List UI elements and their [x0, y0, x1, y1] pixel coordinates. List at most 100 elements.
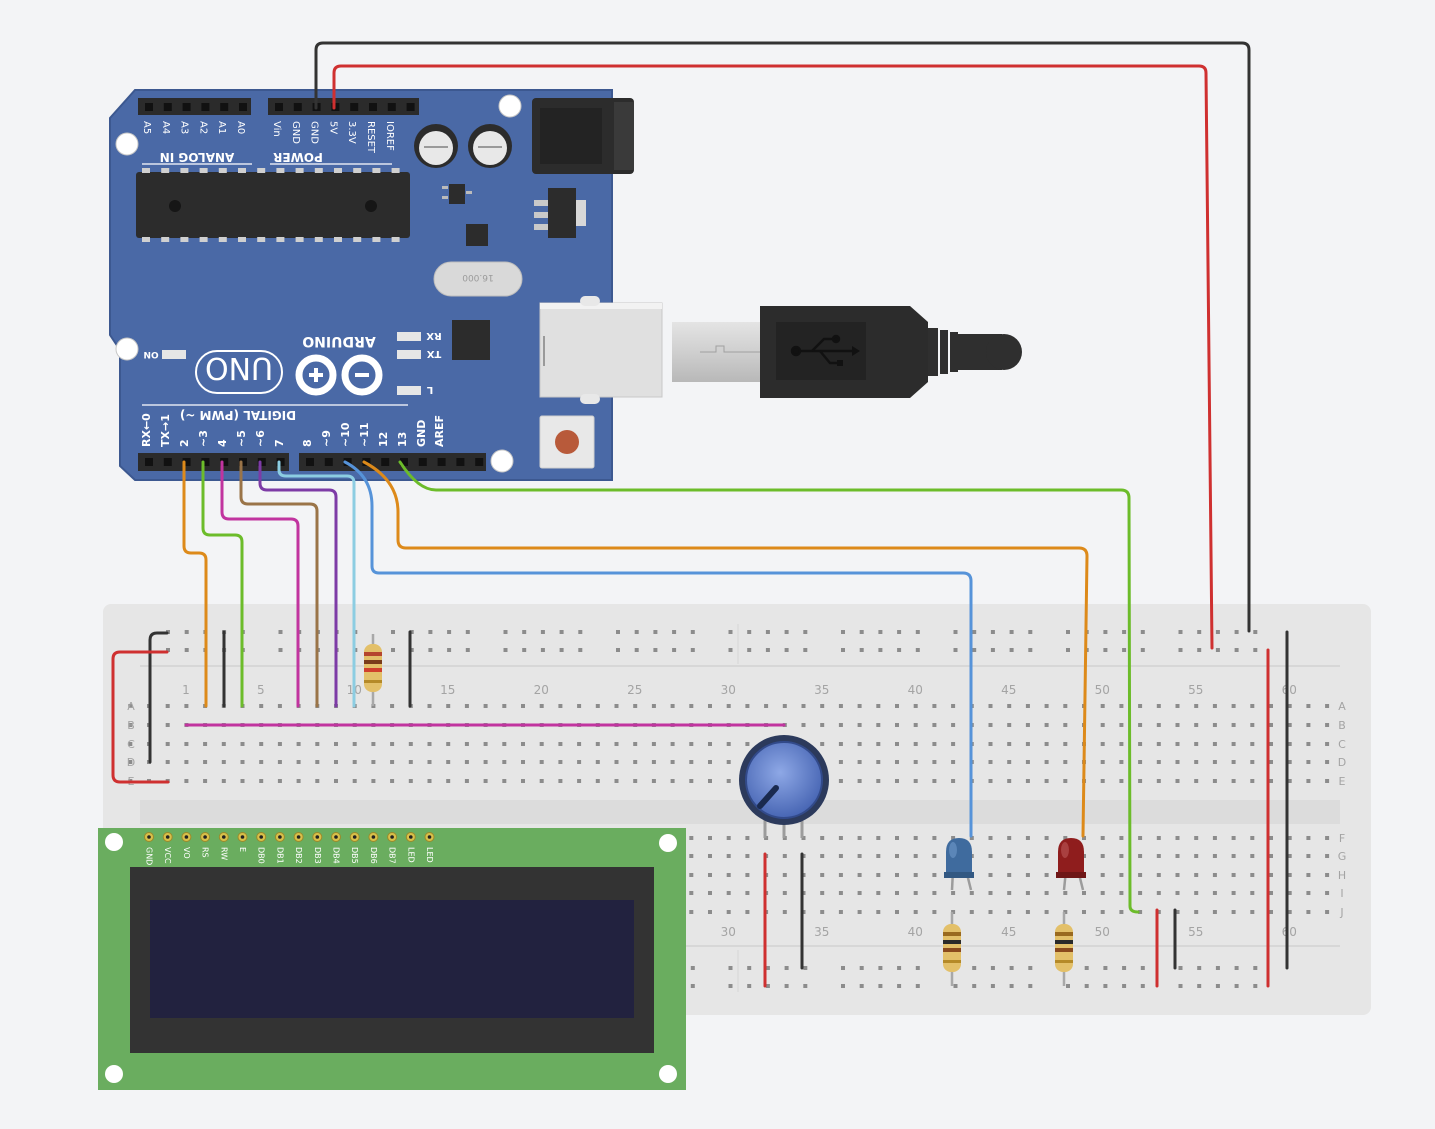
- breadboard-hole[interactable]: [1044, 723, 1049, 727]
- breadboard-hole[interactable]: [371, 742, 376, 746]
- breadboard-hole[interactable]: [1063, 704, 1068, 708]
- rail-hole[interactable]: [1197, 984, 1202, 988]
- rail-hole[interactable]: [278, 648, 283, 652]
- breadboard-hole[interactable]: [502, 760, 507, 764]
- breadboard-hole[interactable]: [1007, 760, 1012, 764]
- breadboard-hole[interactable]: [1325, 742, 1330, 746]
- rail-hole[interactable]: [503, 648, 508, 652]
- breadboard-hole[interactable]: [614, 704, 619, 708]
- breadboard-hole[interactable]: [595, 704, 600, 708]
- breadboard-hole[interactable]: [745, 891, 750, 895]
- breadboard-hole[interactable]: [1007, 723, 1012, 727]
- breadboard-hole[interactable]: [988, 836, 993, 840]
- breadboard-hole[interactable]: [857, 891, 862, 895]
- rail-hole[interactable]: [915, 648, 920, 652]
- breadboard-hole[interactable]: [633, 760, 638, 764]
- breadboard-hole[interactable]: [745, 836, 750, 840]
- rail-hole[interactable]: [184, 648, 189, 652]
- usb-cable[interactable]: [672, 306, 1022, 398]
- breadboard-hole[interactable]: [539, 704, 544, 708]
- rail-hole[interactable]: [1122, 648, 1127, 652]
- header-socket[interactable]: [437, 458, 446, 466]
- breadboard-hole[interactable]: [726, 873, 731, 877]
- breadboard-hole[interactable]: [1044, 779, 1049, 783]
- breadboard-hole[interactable]: [1325, 891, 1330, 895]
- breadboard-hole[interactable]: [1306, 704, 1311, 708]
- breadboard-hole[interactable]: [1325, 873, 1330, 877]
- rail-hole[interactable]: [803, 630, 808, 634]
- breadboard-hole[interactable]: [1063, 891, 1068, 895]
- breadboard-hole[interactable]: [838, 854, 843, 858]
- breadboard-hole[interactable]: [1025, 891, 1030, 895]
- rail-hole[interactable]: [784, 648, 789, 652]
- breadboard-hole[interactable]: [820, 854, 825, 858]
- breadboard-hole[interactable]: [277, 760, 282, 764]
- analog-header[interactable]: [138, 98, 251, 115]
- breadboard-hole[interactable]: [1325, 760, 1330, 764]
- header-socket[interactable]: [201, 458, 210, 466]
- breadboard-hole[interactable]: [1119, 873, 1124, 877]
- rail-hole[interactable]: [1215, 630, 1220, 634]
- breadboard-hole[interactable]: [726, 836, 731, 840]
- wire-pin4-magenta[interactable]: [220, 460, 300, 708]
- breadboard-hole[interactable]: [1156, 910, 1161, 914]
- breadboard-hole[interactable]: [1007, 873, 1012, 877]
- breadboard-hole[interactable]: [1044, 854, 1049, 858]
- breadboard-hole[interactable]: [782, 704, 787, 708]
- breadboard-hole[interactable]: [1287, 910, 1292, 914]
- breadboard-hole[interactable]: [708, 704, 712, 708]
- breadboard-hole[interactable]: [1325, 779, 1330, 783]
- rail-hole[interactable]: [1009, 630, 1014, 634]
- rail-hole[interactable]: [1197, 966, 1202, 970]
- breadboard-hole[interactable]: [1119, 742, 1124, 746]
- breadboard-hole[interactable]: [1194, 836, 1199, 840]
- breadboard-hole[interactable]: [1231, 854, 1236, 858]
- breadboard-hole[interactable]: [1156, 723, 1161, 727]
- breadboard-hole[interactable]: [577, 742, 582, 746]
- rail-hole[interactable]: [897, 966, 902, 970]
- breadboard-hole[interactable]: [1287, 854, 1292, 858]
- breadboard-hole[interactable]: [1287, 742, 1292, 746]
- breadboard-hole[interactable]: [913, 891, 918, 895]
- breadboard-hole[interactable]: [895, 836, 899, 840]
- breadboard-hole[interactable]: [1325, 836, 1330, 840]
- rail-hole[interactable]: [784, 966, 789, 970]
- breadboard-hole[interactable]: [1231, 891, 1236, 895]
- breadboard-hole[interactable]: [988, 910, 993, 914]
- rail-hole[interactable]: [1215, 966, 1220, 970]
- breadboard-hole[interactable]: [577, 760, 582, 764]
- breadboard-hole[interactable]: [1025, 742, 1030, 746]
- breadboard-hole[interactable]: [1287, 723, 1292, 727]
- breadboard-hole[interactable]: [1138, 704, 1143, 708]
- breadboard-hole[interactable]: [1250, 836, 1255, 840]
- breadboard-hole[interactable]: [838, 873, 843, 877]
- rail-hole[interactable]: [747, 630, 752, 634]
- rail-hole[interactable]: [878, 648, 883, 652]
- breadboard-hole[interactable]: [1194, 742, 1199, 746]
- breadboard-hole[interactable]: [857, 704, 862, 708]
- breadboard-hole[interactable]: [1175, 760, 1180, 764]
- breadboard-hole[interactable]: [1044, 760, 1049, 764]
- breadboard-hole[interactable]: [745, 704, 750, 708]
- breadboard-hole[interactable]: [1306, 742, 1311, 746]
- breadboard-hole[interactable]: [1269, 723, 1273, 727]
- rail-hole[interactable]: [897, 984, 902, 988]
- wire-pin11-orange[interactable]: [362, 460, 1089, 838]
- breadboard-hole[interactable]: [876, 836, 881, 840]
- rail-hole[interactable]: [559, 630, 564, 634]
- rail-hole[interactable]: [728, 648, 733, 652]
- breadboard-hole[interactable]: [820, 723, 825, 727]
- rail-hole[interactable]: [765, 648, 770, 652]
- breadboard-hole[interactable]: [165, 760, 170, 764]
- header-socket[interactable]: [275, 103, 283, 111]
- breadboard-hole[interactable]: [1194, 873, 1199, 877]
- rail-hole[interactable]: [1066, 630, 1070, 634]
- breadboard-hole[interactable]: [1212, 910, 1217, 914]
- breadboard-hole[interactable]: [464, 704, 469, 708]
- breadboard-hole[interactable]: [782, 910, 787, 914]
- breadboard-hole[interactable]: [764, 704, 769, 708]
- breadboard-hole[interactable]: [932, 760, 937, 764]
- breadboard-hole[interactable]: [1194, 891, 1199, 895]
